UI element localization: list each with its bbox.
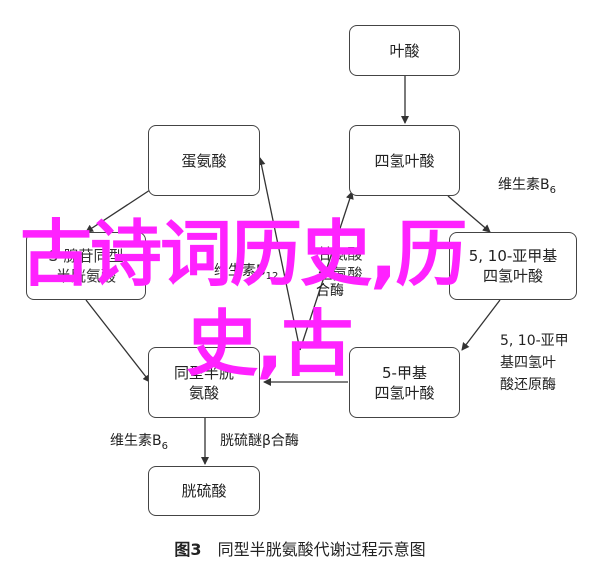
arrow-methyl-to-thf [299,191,354,351]
arrow-thf-to-methylene [447,195,491,233]
node-methylene-line2: 四氢叶酸 [482,267,543,285]
label-mthfr-line3: 酸还原酶 [500,377,556,393]
node-homocysteine-line1: 同型半胱 [173,363,234,382]
node-methylene-thf: 5, 10-亚甲基 四氢叶酸 [449,232,577,300]
label-mthfr-line2: 基四氢叶 [500,355,556,371]
label-vitamin-b6-bottom-text: 维生素B [110,433,162,449]
label-vitamin-b12: 维生素B12 [214,262,278,286]
arrow-left-to-homocysteine [85,299,151,383]
node-homocysteine-line2: 氨酸 [188,383,219,402]
label-enzyme-center-text: 合酶 [316,283,344,299]
arrow-methylene-to-methyl [461,299,501,351]
node-center-line2: 丝氨酸 [317,265,363,283]
watermark-line2: 史,古 [186,302,353,386]
node-methylene-line1: 5, 10-亚甲基 [468,247,558,265]
node-cystathionine-label: 胱硫酸 [181,482,227,500]
node-folic-acid: 叶酸 [349,25,460,76]
label-cbs-text: 胱硫醚β合酶 [220,433,299,449]
node-5-methyl-thf: 5-甲基 四氢叶酸 [349,347,460,418]
label-mthfr-line1: 5, 10-亚甲 [500,333,569,349]
label-vitamin-b12-text: 维生素B [214,263,266,279]
node-cystathionine: 胱硫酸 [148,466,260,516]
node-methionine-label: 蛋氨酸 [181,151,227,170]
label-vitamin-b6-top-text: 维生素B [498,177,550,193]
node-glycine-serine: 甘氨酸 丝氨酸 [310,236,370,292]
arrow-methionine-to-left [85,189,151,233]
arrow-homocysteine-to-methionine [257,157,301,351]
node-s-adenosyl-homocysteine: S-腺苷同型 半胱氨酸 [26,232,146,300]
label-vitamin-b12-sub: 12 [265,270,279,282]
label-vitamin-b6-top-sub: 6 [549,184,556,196]
node-thf: 四氢叶酸 [349,125,460,196]
node-left-line2: 半胱氨酸 [55,267,116,285]
node-methionine: 蛋氨酸 [148,125,260,196]
label-vitamin-b6-bottom-sub: 6 [161,440,168,452]
figure-caption: 图3 同型半胱氨酸代谢过程示意图 [0,536,600,560]
node-center-line1: 甘氨酸 [317,245,363,263]
figure-number: 图3 [174,540,202,559]
node-left-line1: S-腺苷同型 [48,247,124,265]
watermark-line1: 古诗词历史,历 [20,212,467,296]
label-vitamin-b6-top: 维生素B6 [498,176,556,200]
label-cbs: 胱硫醚β合酶 [220,432,299,451]
label-enzyme-center: 合酶 [316,282,344,301]
node-folic-acid-label: 叶酸 [389,41,420,60]
node-thf-label: 四氢叶酸 [374,151,435,170]
node-homocysteine: 同型半胱 氨酸 [148,347,260,418]
figure-title: 同型半胱氨酸代谢过程示意图 [217,540,426,559]
node-5-methyl-line1: 5-甲基 [382,363,427,382]
label-mthfr: 5, 10-亚甲 基四氢叶 酸还原酶 [500,330,569,396]
node-5-methyl-line2: 四氢叶酸 [374,383,435,402]
label-vitamin-b6-bottom: 维生素B6 [110,432,168,456]
